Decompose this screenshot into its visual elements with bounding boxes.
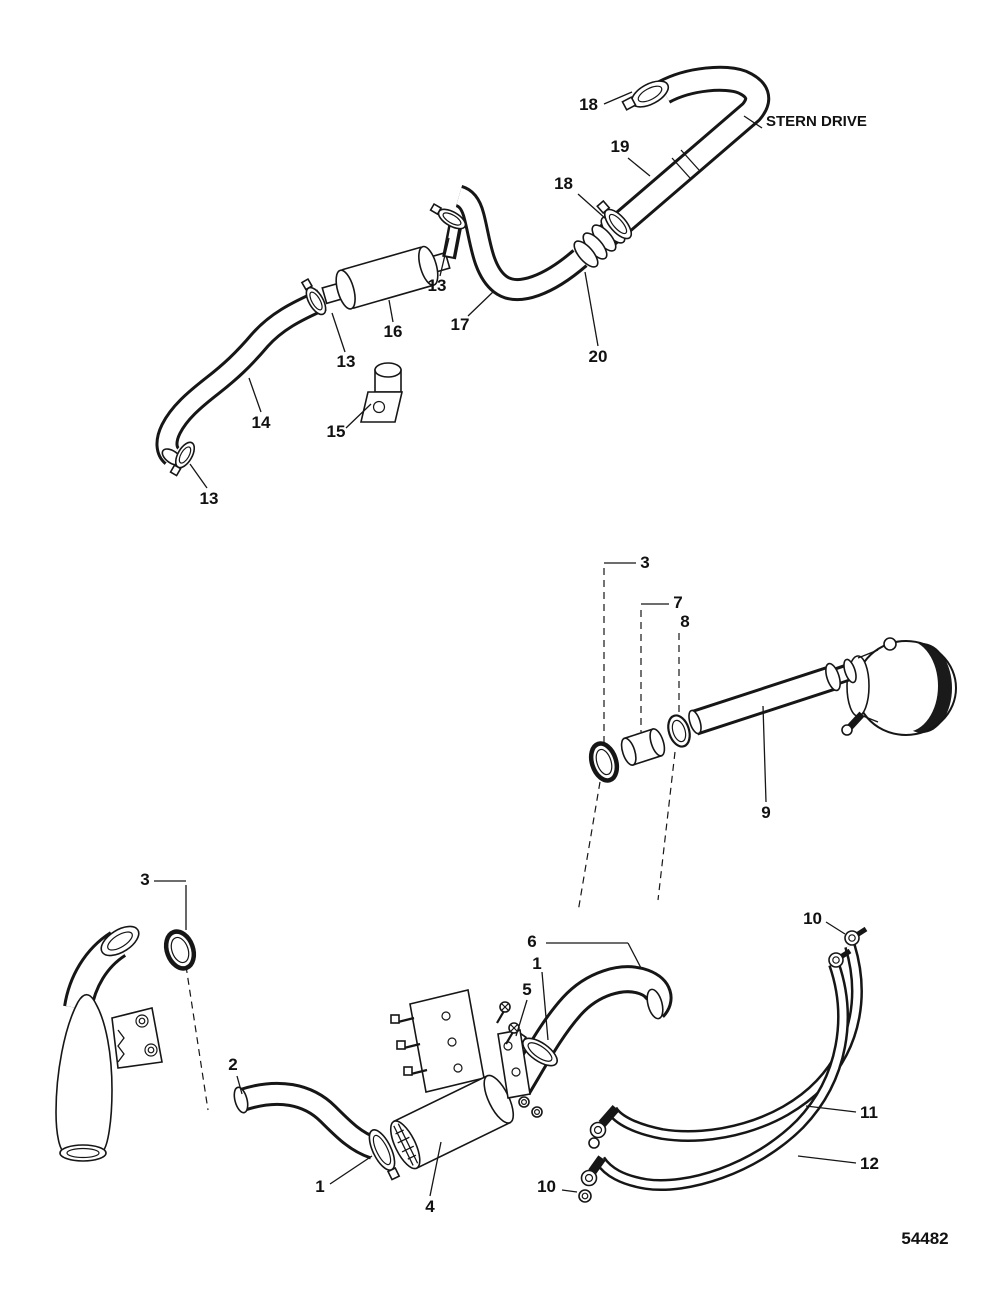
hose-17 (459, 196, 580, 290)
callout-19: 19 (611, 137, 630, 156)
ring-8 (667, 714, 691, 748)
callout-5: 5 (522, 980, 531, 999)
callout-15: 15 (327, 422, 346, 441)
callout-10-lower: 10 (537, 1177, 556, 1196)
callout-4: 4 (425, 1197, 435, 1216)
leader-lines (154, 91, 857, 1197)
bracket-15 (359, 362, 404, 423)
lower-assembly (55, 925, 868, 1203)
callout-11: 11 (860, 1103, 878, 1122)
clamp-13-upper (429, 202, 467, 230)
ring-3-middle (588, 741, 620, 783)
muffler-canister (841, 637, 957, 736)
clamp-13-lower (169, 441, 196, 477)
fittings-10-upper (828, 926, 868, 968)
callout-3-lower: 3 (140, 870, 149, 889)
middle-tube-assembly (588, 637, 957, 783)
callout-2: 2 (228, 1055, 237, 1074)
bracket-5 (497, 1029, 543, 1118)
callout-13-upper: 13 (428, 276, 447, 295)
callout-13-lower: 13 (200, 489, 219, 508)
stern-drive-label: STERN DRIVE (766, 113, 867, 130)
ring-3-lower (163, 929, 197, 971)
callout-10-upper: 10 (803, 909, 822, 928)
clamp-18-lower (596, 199, 633, 240)
callout-6: 6 (527, 932, 536, 951)
hose-14 (160, 300, 322, 468)
hose-11-end-fitting (588, 1105, 620, 1149)
hose-12-end-fitting (578, 1155, 606, 1203)
callout-20: 20 (589, 347, 608, 366)
callout-13-middle: 13 (337, 352, 356, 371)
tube-9 (687, 658, 857, 735)
callout-labels: 18 STERN DRIVE 19 18 13 16 17 13 20 14 1… (140, 95, 948, 1248)
callout-1-right: 1 (532, 954, 541, 973)
upper-exhaust-assembly (160, 76, 758, 477)
mounting-plate (390, 989, 485, 1093)
callout-18-upper: 18 (579, 95, 598, 114)
callout-9: 9 (761, 803, 770, 822)
callout-17: 17 (451, 315, 470, 334)
clamp-13-middle (300, 277, 327, 316)
callout-8: 8 (680, 612, 689, 631)
hose-6 (518, 979, 666, 1088)
stern-drive-tube-19 (601, 79, 757, 241)
callout-16: 16 (384, 322, 403, 341)
sleeve-7 (620, 728, 666, 766)
callout-1-left: 1 (315, 1177, 324, 1196)
callout-7: 7 (673, 593, 682, 612)
oil-cooler-4 (389, 1074, 515, 1170)
callout-18-lower: 18 (554, 174, 573, 193)
drawing-number: 54482 (901, 1229, 948, 1248)
clamp-1-left (368, 1129, 401, 1181)
callout-12: 12 (860, 1154, 879, 1173)
hose-2 (232, 1086, 374, 1148)
callout-3-middle: 3 (640, 553, 649, 572)
callout-14: 14 (252, 413, 271, 432)
screws-5 (496, 1001, 520, 1045)
clamp-18-upper (621, 80, 670, 111)
exhaust-elbow-pipe (55, 925, 163, 1162)
hose-12 (600, 964, 843, 1185)
